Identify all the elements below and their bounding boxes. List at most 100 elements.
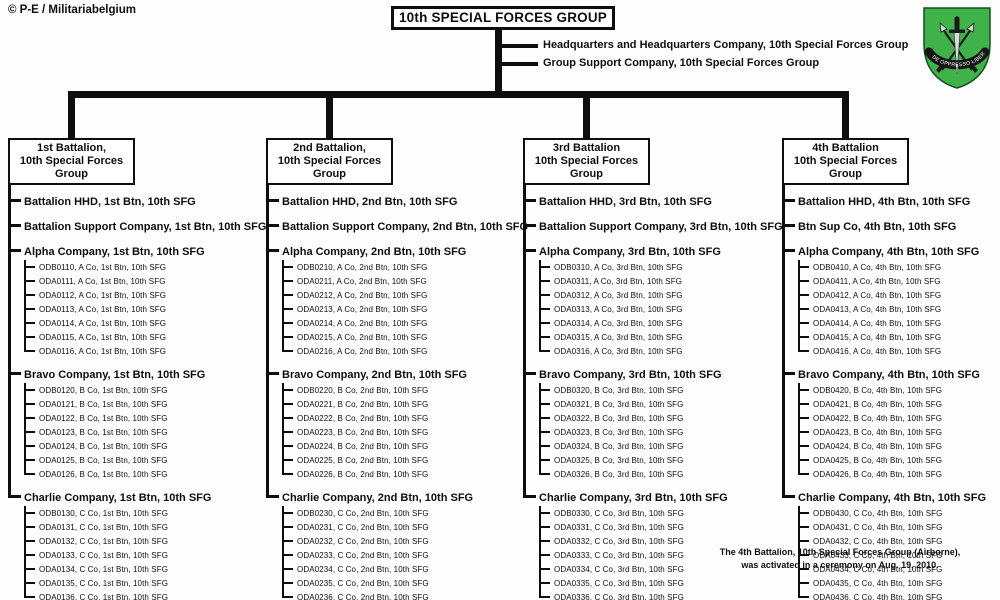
detachment-item: ODA0133, C Co, 1st Btn, 10th SFG [24,548,268,562]
detachment-label: ODA0212, A Co, 2nd Btn, 10th SFG [297,291,428,300]
detachment-label: ODA0221, B Co, 2nd Btn, 10th SFG [297,400,429,409]
detachment-label: ODA0336, C Co, 3rd Btn, 10th SFG [554,593,684,600]
detachment-label: ODA0113, A Co, 1st Btn, 10th SFG [39,305,167,314]
detachment-item: ODA0433, C Co, 4th Btn, 10th SFG [798,548,1000,562]
footnote: The 4th Battalion, 10th Special Forces G… [690,546,990,572]
detachment-item: ODA0216, A Co, 2nd Btn, 10th SFG [282,344,526,358]
detachment-item: ODB0230, C Co, 2nd Btn, 10th SFG [282,506,526,520]
detachment-label: ODA0132, C Co, 1st Btn, 10th SFG [39,537,169,546]
battalion-name-line1: 3rd Battalion [552,142,621,154]
detachment-label: ODA0424, B Co, 4th Btn, 10th SFG [813,442,943,451]
connector-title-trunk [495,28,502,98]
detachment-label: ODB0410, A Co, 4th Btn, 10th SFG [813,263,942,272]
detachment-label: ODA0133, C Co, 1st Btn, 10th SFG [39,551,169,560]
detachment-item: ODA0221, B Co, 2nd Btn, 10th SFG [282,397,526,411]
detachment-item: ODA0413, A Co, 4th Btn, 10th SFG [798,302,1000,316]
unit-label: Battalion Support Company, 1st Btn, 10th… [24,221,267,233]
unit-item: Battalion Support Company, 2nd Btn, 10th… [266,210,528,235]
dagger-tip [956,64,958,74]
detachment-item: ODA0333, C Co, 3rd Btn, 10th SFG [539,548,783,562]
detachment-item: ODB0430, C Co, 4th Btn, 10th SFG [798,506,1000,520]
detachment-item: ODA0316, A Co, 3rd Btn, 10th SFG [539,344,783,358]
battalion-name-line1: 1st Battalion, [36,142,107,154]
detachment-label: ODA0324, B Co, 3rd Btn, 10th SFG [554,442,684,451]
detachment-label: ODB0220, B Co, 2nd Btn, 10th SFG [297,386,429,395]
unit-label: Charlie Company, 3rd Btn, 10th SFG [539,492,728,504]
unit-item: Battalion HHD, 3rd Btn, 10th SFG [523,185,783,210]
detachment-label: ODA0131, C Co, 1st Btn, 10th SFG [39,523,169,532]
unit-label: Battalion HHD, 2nd Btn, 10th SFG [282,196,458,208]
detachment-label: ODA0116, A Co, 1st Btn, 10th SFG [39,347,167,356]
detachment-item: ODA0231, C Co, 2nd Btn, 10th SFG [282,520,526,534]
group-unit-hhc: Headquarters and Headquarters Company, 1… [543,39,909,51]
detachment-item: ODA0324, B Co, 3rd Btn, 10th SFG [539,439,783,453]
unit-item: Battalion Support Company, 3rd Btn, 10th… [523,210,783,235]
unit-item: Battalion Support Company, 1st Btn, 10th… [8,210,268,235]
detachment-list: ODB0210, A Co, 2nd Btn, 10th SFG ODA0211,… [282,260,526,358]
detachment-item: ODA0426, B Co, 4th Btn, 10th SFG [798,467,1000,481]
unit-item: Btn Sup Co, 4th Btn, 10th SFG [782,210,1000,235]
unit-item: Battalion HHD, 4th Btn, 10th SFG [782,185,1000,210]
detachment-item: ODA0132, C Co, 1st Btn, 10th SFG [24,534,268,548]
connector-hhc-branch [502,44,538,48]
detachment-label: ODA0125, B Co, 1st Btn, 10th SFG [39,456,168,465]
unit-label: Alpha Company, 1st Btn, 10th SFG [24,246,205,258]
detachment-item: ODA0114, A Co, 1st Btn, 10th SFG [24,316,268,330]
detachment-label: ODA0123, B Co, 1st Btn, 10th SFG [39,428,168,437]
detachment-item: ODB0130, C Co, 1st Btn, 10th SFG [24,506,268,520]
detachment-label: ODA0115, A Co, 1st Btn, 10th SFG [39,333,167,342]
detachment-item: ODA0122, B Co, 1st Btn, 10th SFG [24,411,268,425]
detachment-item: ODA0235, C Co, 2nd Btn, 10th SFG [282,576,526,590]
detachment-item: ODB0220, B Co, 2nd Btn, 10th SFG [282,383,526,397]
footnote-line1: The 4th Battalion, 10th Special Forces G… [719,547,961,557]
detachment-item: ODA0224, B Co, 2nd Btn, 10th SFG [282,439,526,453]
detachment-label: ODA0422, B Co, 4th Btn, 10th SFG [813,414,943,423]
detachment-label: ODB0110, A Co, 1st Btn, 10th SFG [39,263,167,272]
detachment-item: ODA0213, A Co, 2nd Btn, 10th SFG [282,302,526,316]
group-unit-gsc: Group Support Company, 10th Special Forc… [543,57,820,69]
detachment-label: ODA0414, A Co, 4th Btn, 10th SFG [813,319,942,328]
detachment-item: ODA0431, C Co, 4th Btn, 10th SFG [798,520,1000,534]
detachment-item: ODA0336, C Co, 3rd Btn, 10th SFG [539,590,783,600]
detachment-item: ODA0311, A Co, 3rd Btn, 10th SFG [539,274,783,288]
detachment-label: ODA0433, C Co, 4th Btn, 10th SFG [813,551,943,560]
detachment-item: ODA0424, B Co, 4th Btn, 10th SFG [798,439,1000,453]
detachment-label: ODB0120, B Co, 1st Btn, 10th SFG [39,386,168,395]
detachment-item: ODA0331, C Co, 3rd Btn, 10th SFG [539,520,783,534]
detachment-item: ODA0121, B Co, 1st Btn, 10th SFG [24,397,268,411]
detachment-label: ODA0214, A Co, 2nd Btn, 10th SFG [297,319,428,328]
detachment-label: ODA0135, C Co, 1st Btn, 10th SFG [39,579,169,588]
detachment-label: ODA0226, B Co, 2nd Btn, 10th SFG [297,470,429,479]
detachment-label: ODA0235, C Co, 2nd Btn, 10th SFG [297,579,429,588]
unit-label: Bravo Company, 4th Btn, 10th SFG [798,369,980,381]
detachment-label: ODA0234, C Co, 2nd Btn, 10th SFG [297,565,429,574]
detachment-label: ODA0211, A Co, 2nd Btn, 10th SFG [297,277,427,286]
detachment-item: ODA0115, A Co, 1st Btn, 10th SFG [24,330,268,344]
detachment-label: ODB0130, C Co, 1st Btn, 10th SFG [39,509,169,518]
detachment-item: ODA0434, C Co, 4th Btn, 10th SFG [798,562,1000,576]
detachment-label: ODA0233, C Co, 2nd Btn, 10th SFG [297,551,429,560]
detachment-list: ODB0120, B Co, 1st Btn, 10th SFG ODA0121,… [24,383,268,481]
detachment-label: ODA0213, A Co, 2nd Btn, 10th SFG [297,305,428,314]
detachment-item: ODA0423, B Co, 4th Btn, 10th SFG [798,425,1000,439]
detachment-item: ODA0421, B Co, 4th Btn, 10th SFG [798,397,1000,411]
copyright-text: © P-E / Militariabelgium [8,4,136,16]
detachment-label: ODA0435, C Co, 4th Btn, 10th SFG [813,579,943,588]
detachment-item: ODA0112, A Co, 1st Btn, 10th SFG [24,288,268,302]
detachment-item: ODA0313, A Co, 3rd Btn, 10th SFG [539,302,783,316]
battalion-name-line2: 10th Special Forces Group [534,155,639,180]
detachment-label: ODB0210, A Co, 2nd Btn, 10th SFG [297,263,428,272]
detachment-item: ODB0410, A Co, 4th Btn, 10th SFG [798,260,1000,274]
detachment-label: ODA0112, A Co, 1st Btn, 10th SFG [39,291,167,300]
